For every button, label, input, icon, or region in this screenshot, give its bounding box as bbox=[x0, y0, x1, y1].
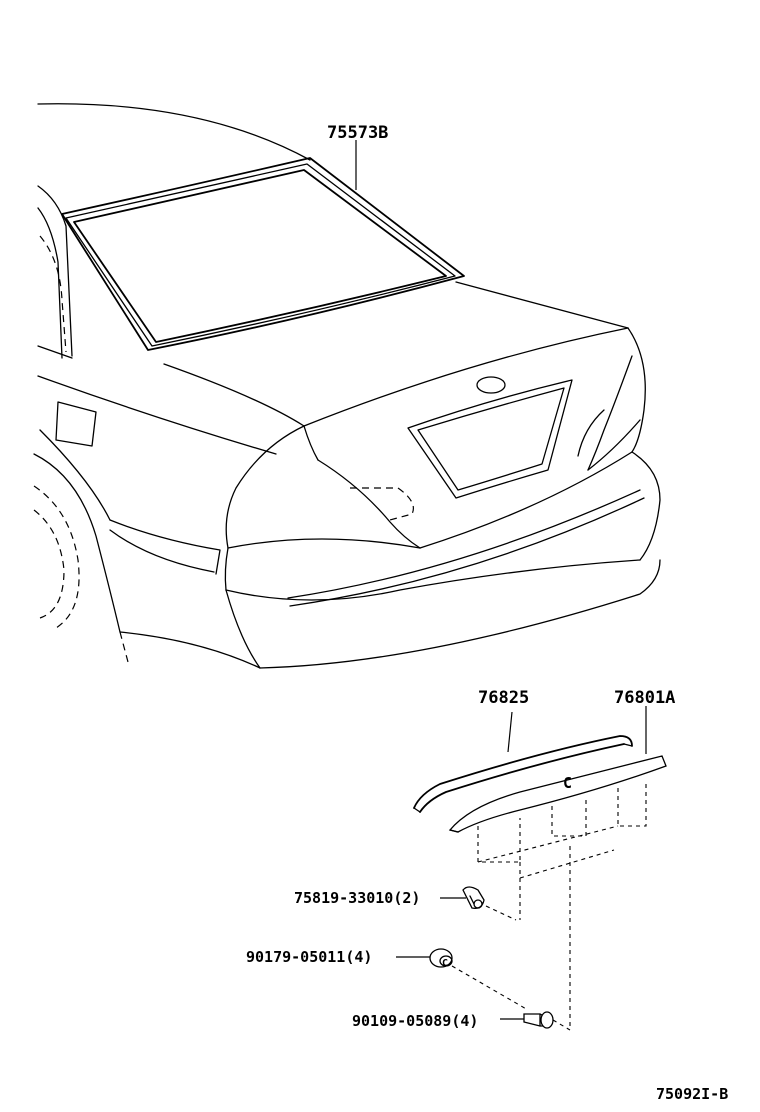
label-90179-05011: 90179-05011(4) bbox=[246, 948, 372, 966]
diagram-reference-code: 75092I-B bbox=[656, 1085, 728, 1103]
garnish-c-mark: C bbox=[563, 774, 572, 792]
clip-c-mark: C bbox=[442, 958, 448, 969]
label-76825: 76825 bbox=[478, 688, 529, 708]
label-90109-05089: 90109-05089(4) bbox=[352, 1012, 478, 1030]
clip-90179: C bbox=[429, 948, 529, 1011]
luggage-garnish-part: C bbox=[448, 755, 667, 1030]
label-75573b: 75573B bbox=[327, 123, 388, 143]
leader-lines bbox=[355, 140, 647, 1020]
car-rear-body bbox=[33, 103, 661, 669]
label-75819-33010: 75819-33010(2) bbox=[294, 889, 420, 907]
screw-90109 bbox=[523, 1011, 571, 1031]
garnish-cover-part bbox=[413, 735, 633, 813]
label-76801a: 76801A bbox=[614, 688, 675, 708]
clip-75819 bbox=[462, 886, 517, 921]
rear-window-weatherstrip bbox=[61, 157, 465, 351]
